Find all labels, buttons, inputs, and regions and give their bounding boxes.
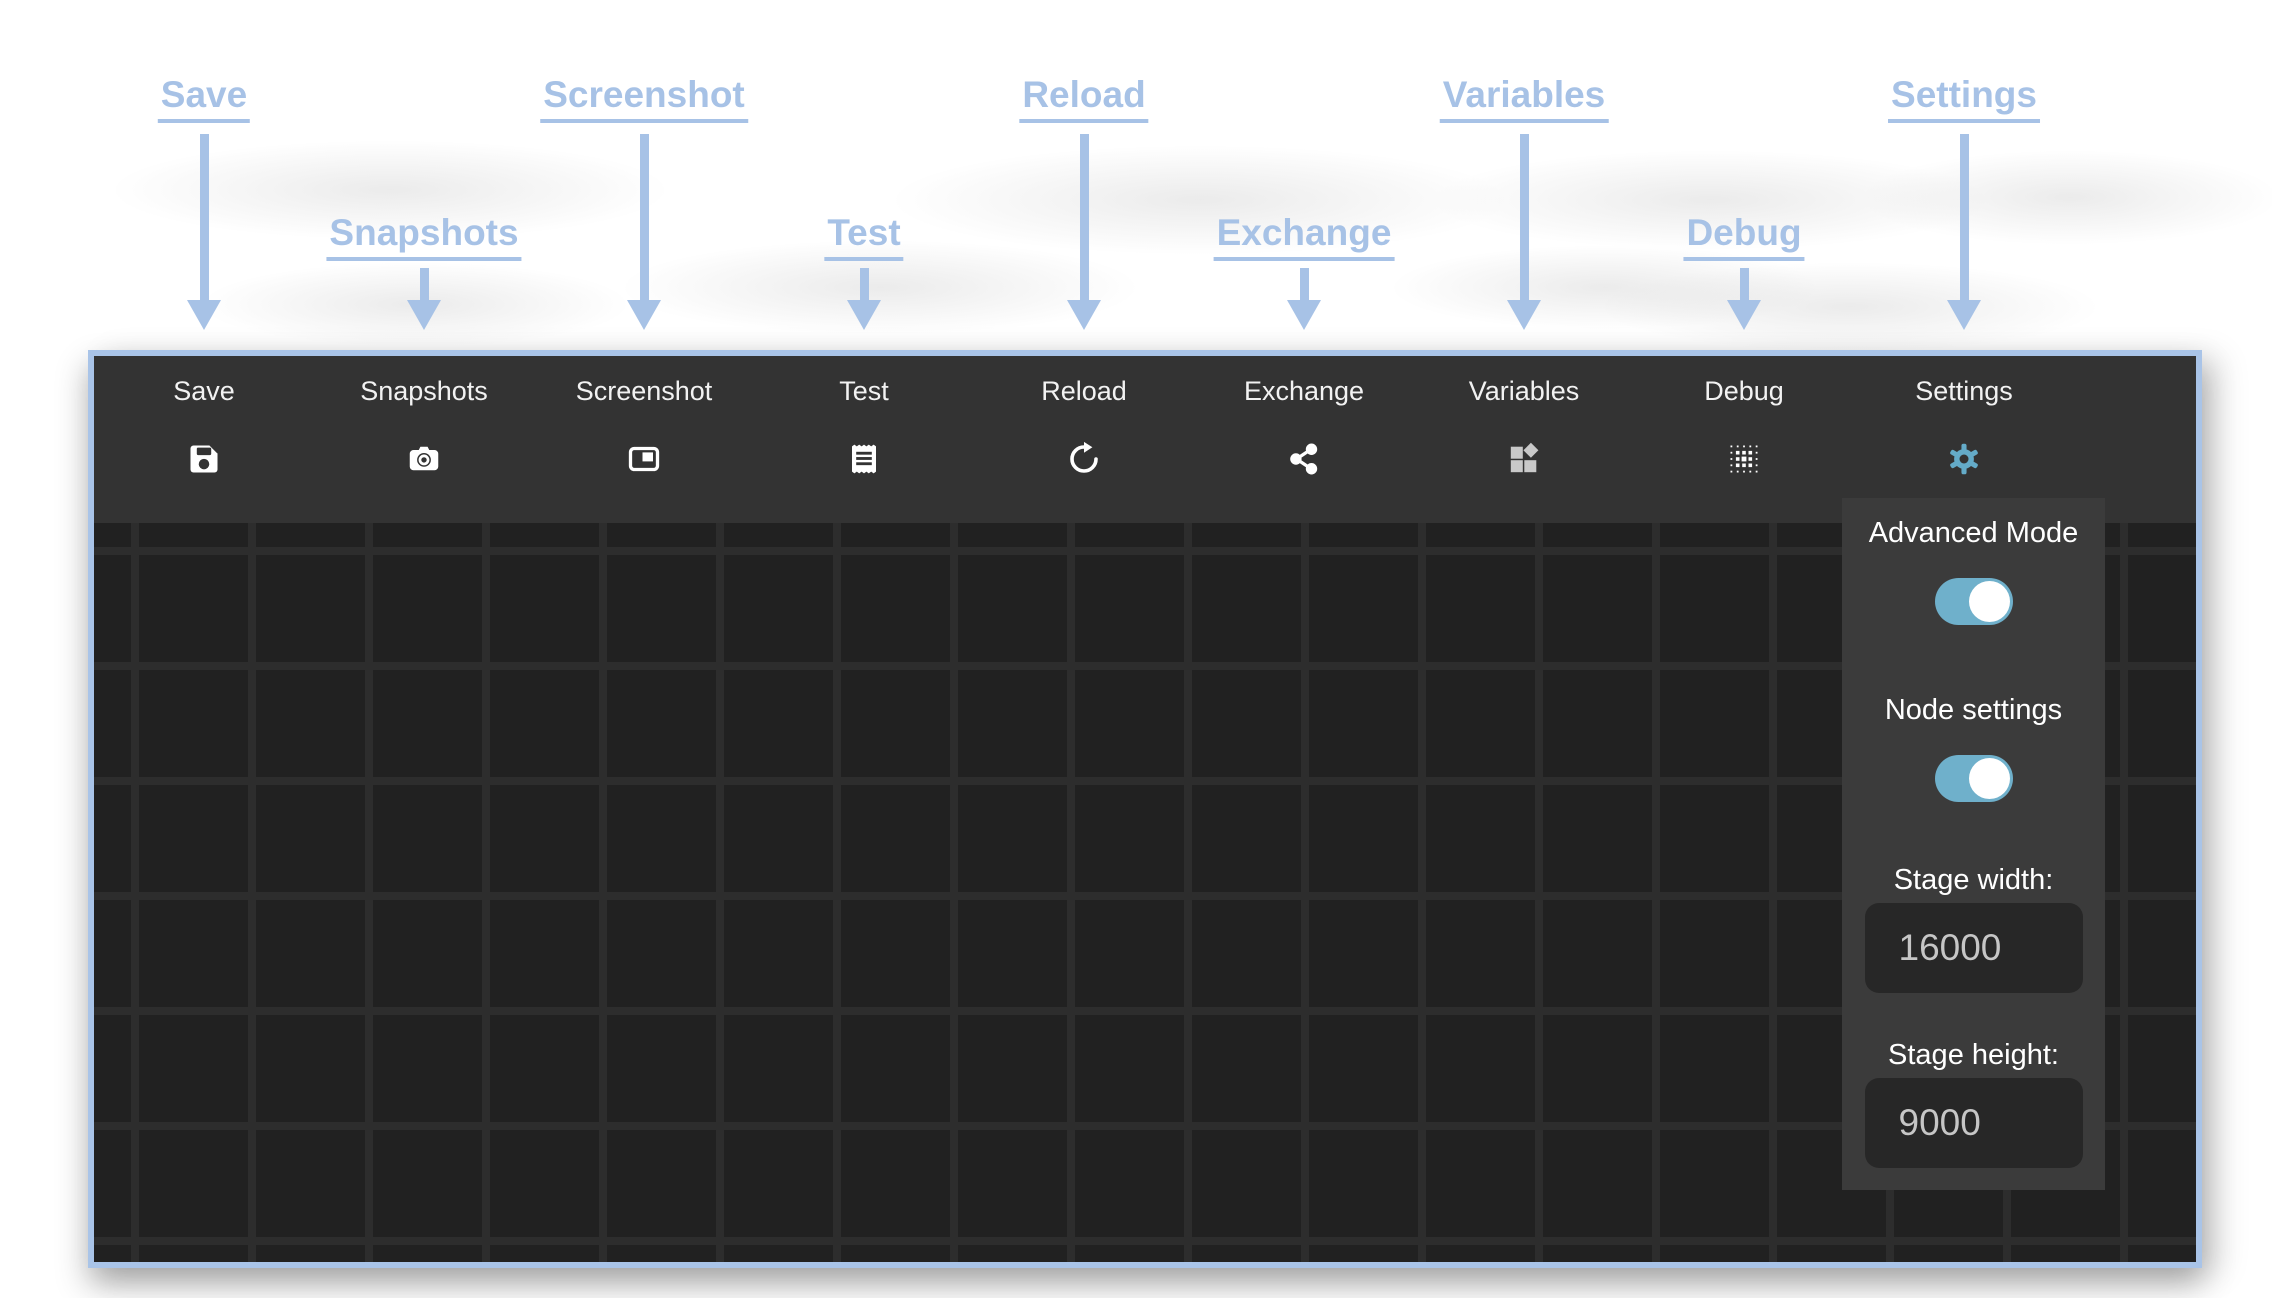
- settings-panel: Advanced Mode Node settings Stage width:…: [1842, 498, 2105, 1190]
- advanced-mode-toggle[interactable]: [1934, 578, 2013, 625]
- callout-arrow: [187, 134, 221, 330]
- camera-icon: [406, 441, 442, 477]
- toolbar-item-settings[interactable]: Settings: [1854, 356, 2074, 523]
- callout-variables: Variables: [1439, 74, 1609, 123]
- shadow-blob: [1600, 262, 2100, 352]
- callout-screenshot: Screenshot: [540, 74, 748, 123]
- toolbar-item-label: Reload: [1041, 376, 1127, 406]
- callout-test: Test: [824, 212, 904, 261]
- toolbar-item-label: Debug: [1704, 376, 1784, 406]
- toolbar-item-reload[interactable]: Reload: [974, 356, 1194, 523]
- toolbar-item-label: Settings: [1915, 376, 2013, 406]
- callout-arrow: [1287, 268, 1321, 330]
- stage-width-label: Stage width:: [1893, 864, 2054, 896]
- callout-arrow: [407, 268, 441, 330]
- callout-arrow: [1947, 134, 1981, 330]
- toolbar-item-label: Save: [173, 376, 235, 406]
- toolbar-item-screenshot[interactable]: Screenshot: [534, 356, 754, 523]
- callout-reload: Reload: [1019, 74, 1149, 123]
- node-settings-toggle[interactable]: [1934, 755, 2013, 802]
- advanced-mode-label: Advanced Mode: [1868, 517, 2079, 549]
- toolbar-item-debug[interactable]: Debug: [1634, 356, 1854, 523]
- callout-arrow: [847, 268, 881, 330]
- node-settings-label: Node settings: [1884, 694, 2063, 726]
- stage-width-input[interactable]: [1864, 903, 2083, 993]
- toolbar-item-snapshots[interactable]: Snapshots: [314, 356, 534, 523]
- main-toolbar: Save Snapshots Screenshot Test: [94, 356, 2196, 523]
- toolbar-item-label: Variables: [1468, 376, 1580, 406]
- callout-arrow: [1507, 134, 1541, 330]
- callout-settings: Settings: [1888, 74, 2040, 123]
- toggle-knob: [1968, 758, 2010, 799]
- picture-in-picture-icon: [626, 441, 662, 477]
- toggle-knob: [1968, 581, 2010, 622]
- app-frame: Save Snapshots Screenshot Test: [88, 350, 2202, 1268]
- callout-save: Save: [157, 74, 251, 123]
- reload-arrow-icon: [1066, 441, 1102, 477]
- callout-debug: Debug: [1683, 212, 1805, 261]
- receipt-icon: [846, 441, 882, 477]
- shadow-blob: [1860, 150, 2272, 245]
- toolbar-item-label: Snapshots: [360, 376, 488, 406]
- callout-arrow: [1727, 268, 1761, 330]
- toolbar-item-label: Test: [839, 376, 889, 406]
- stage-height-input[interactable]: [1864, 1078, 2083, 1168]
- toolbar-item-label: Exchange: [1243, 376, 1365, 406]
- share-icon: [1286, 441, 1322, 477]
- callout-arrow: [1067, 134, 1101, 330]
- callout-snapshots: Snapshots: [326, 212, 522, 261]
- toolbar-item-save[interactable]: Save: [94, 356, 314, 523]
- toolbar-item-label: Screenshot: [575, 376, 713, 406]
- callout-arrow: [627, 134, 661, 330]
- stage-height-label: Stage height:: [1888, 1039, 2059, 1071]
- shadow-blob: [890, 145, 1510, 255]
- callout-exchange: Exchange: [1213, 212, 1395, 261]
- toolbar-item-variables[interactable]: Variables: [1414, 356, 1634, 523]
- gear-icon: [1946, 441, 1982, 477]
- toolbar-item-test[interactable]: Test: [754, 356, 974, 523]
- blocks-icon: [1506, 441, 1542, 477]
- floppy-disk-icon: [186, 441, 222, 477]
- dot-grid-icon: [1726, 441, 1762, 477]
- toolbar-item-exchange[interactable]: Exchange: [1194, 356, 1414, 523]
